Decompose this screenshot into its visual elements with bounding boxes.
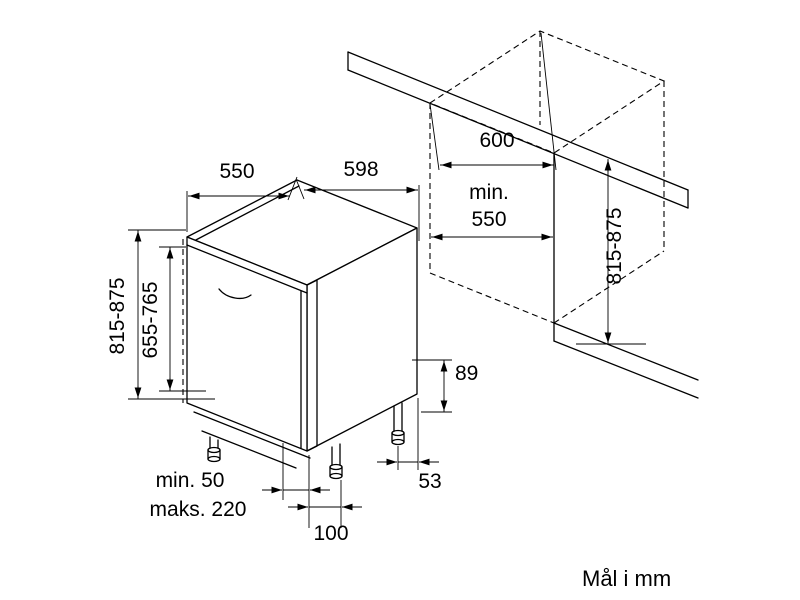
dim-front-foot-100: 100 — [288, 480, 362, 545]
dim-base-89: 89 — [412, 359, 478, 413]
dim-niche-height-815-875: 815-875 — [576, 159, 646, 345]
dim-niche-width-value: 550 — [471, 208, 506, 231]
dim-plinth-max-label: maks. 220 — [150, 498, 247, 521]
floor-top-edge — [553, 322, 699, 381]
dim-height-inner-label: 655-765 — [139, 281, 162, 358]
dim-niche-height-label: 815-875 — [603, 207, 626, 284]
base-top-line — [193, 411, 311, 459]
dim-plinth-min-max: min. 50 maks. 220 — [150, 443, 330, 528]
niche-bottom-front-edge — [429, 272, 555, 324]
dim-height-total-label: 815-875 — [106, 277, 129, 354]
base-bottom-line — [201, 430, 297, 469]
dim-rear-foot-53: 53 — [377, 398, 442, 493]
door-thickness-edge — [306, 279, 318, 452]
niche-top-face — [428, 30, 666, 154]
dim-height-left-815-875: 815-875 — [106, 229, 215, 400]
niche-outline — [428, 30, 699, 399]
floor-bottom-edge — [553, 340, 699, 399]
dim-front-foot-label: 100 — [313, 522, 348, 545]
niche-bottom-right-edge — [553, 250, 665, 324]
dim-width-label: 598 — [343, 158, 378, 181]
dim-niche-width-min-550: min. 550 — [431, 181, 553, 241]
rear-foot — [391, 402, 405, 446]
door-handle — [218, 288, 252, 300]
units-caption: Mål i mm — [582, 566, 671, 591]
dim-rear-foot-label: 53 — [418, 470, 441, 493]
dim-niche-depth-600: 600 — [429, 32, 557, 171]
dishwasher — [182, 179, 418, 480]
dim-height-inner-655-765: 655-765 — [139, 246, 206, 392]
dim-width-598: 598 — [295, 158, 420, 241]
dim-depth-label: 550 — [219, 160, 254, 183]
dim-depth-550: 550 — [186, 160, 298, 232]
dim-niche-depth-label: 600 — [479, 129, 514, 152]
dim-niche-width-min-label: min. — [469, 181, 509, 204]
dim-plinth-min-label: min. 50 — [156, 469, 225, 492]
door-top-seam — [186, 244, 308, 294]
dim-base-height-label: 89 — [455, 362, 478, 385]
worktop-top-edge — [347, 51, 689, 191]
front-right-foot — [329, 443, 343, 480]
front-left-foot — [207, 436, 221, 463]
worktop — [347, 51, 689, 209]
